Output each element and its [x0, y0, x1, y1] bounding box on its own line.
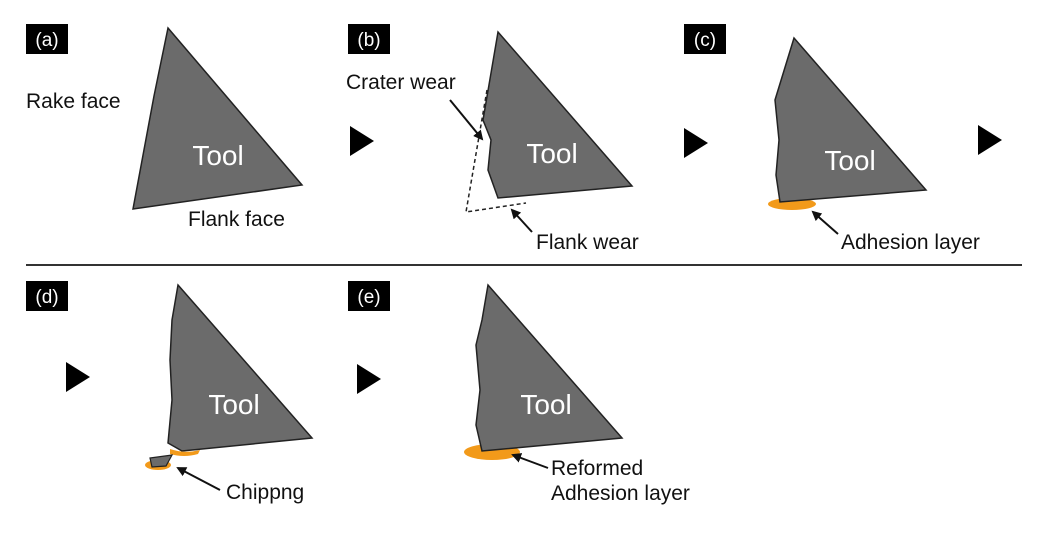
original-outline [465, 89, 527, 213]
tool-label: Tool [520, 389, 571, 420]
play-arrow-icon [684, 128, 708, 158]
crater-wear-label: Crater wear [346, 71, 456, 94]
panel-b: (b) Tool Crater wear Flank wear [346, 24, 639, 254]
panel-e: (e) Tool Reformed Adhesion layer [348, 281, 690, 505]
tool-label: Tool [824, 145, 875, 176]
panel-label-bg [684, 24, 726, 54]
panel-d: (d) Tool Chippng [26, 281, 314, 504]
play-arrow-icon [357, 364, 381, 394]
panel-a: (a) Tool Rake face Flank face [26, 24, 304, 231]
chipping-label: Chippng [226, 481, 304, 504]
rake-face-label: Rake face [26, 90, 121, 113]
panel-label-bg [26, 24, 68, 54]
flank-face-label: Flank face [188, 208, 285, 231]
tool-shape [774, 36, 928, 203]
chip-fragment [149, 454, 174, 468]
tool-label: Tool [526, 138, 577, 169]
tool-shape [482, 30, 634, 199]
play-arrow-icon [978, 125, 1002, 155]
panel-label: (d) [35, 287, 58, 308]
tool-label: Tool [208, 389, 259, 420]
leader-arrow-icon [811, 210, 839, 235]
panel-label-bg [348, 281, 390, 311]
panel-label-bg [26, 281, 68, 311]
leader-arrow-icon [510, 208, 533, 233]
leader-arrow-icon [511, 453, 549, 469]
leader-arrow-icon [176, 467, 221, 491]
tool-label: Tool [192, 140, 243, 171]
panel-label: (b) [357, 30, 380, 51]
panel-label: (c) [694, 30, 716, 51]
panel-c: (c) Tool Adhesion layer [684, 24, 980, 254]
adhesion-residue [170, 449, 200, 456]
flank-wear-label: Flank wear [536, 231, 639, 254]
adhesion-layer-label: Adhesion layer [551, 482, 690, 505]
panel-label: (a) [35, 30, 58, 51]
tool-shape [475, 283, 624, 452]
panel-label: (e) [357, 287, 380, 308]
tool-shape [167, 283, 314, 452]
adhesion-layer-label: Adhesion layer [841, 231, 980, 254]
play-arrow-icon [350, 126, 374, 156]
play-arrow-icon [66, 362, 90, 392]
tool-shape [132, 26, 304, 210]
panel-label-bg [348, 24, 390, 54]
reformed-label: Reformed [551, 457, 643, 480]
leader-arrow-icon [449, 99, 484, 141]
